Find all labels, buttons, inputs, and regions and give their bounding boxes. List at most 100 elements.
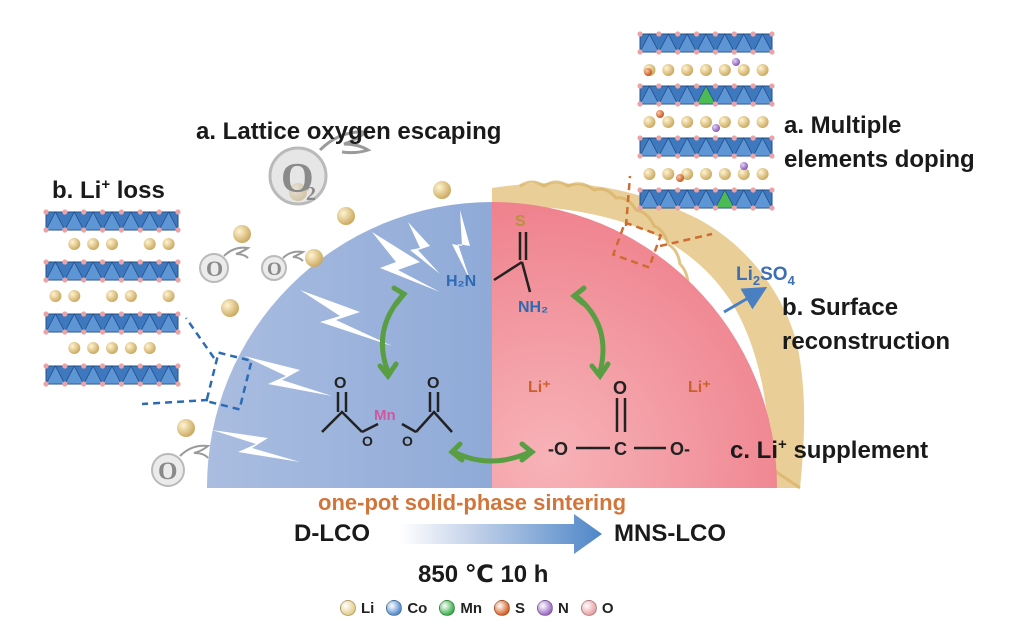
oxygen-atom [731,49,737,55]
octahedron [677,85,698,105]
oxygen-atom [731,187,737,193]
li-atom [162,238,175,250]
li-atom [143,238,156,250]
octahedron [677,33,698,53]
oxygen-atom [656,153,662,159]
sulfur-atom [676,174,684,182]
reaction-arrows [377,285,611,464]
li-atom [681,64,694,76]
oxygen-atom [99,311,106,317]
oxygen-atom [712,153,719,159]
o2-large-text: O [281,156,314,202]
octahedron [714,33,735,53]
thiourea-molecule: S H₂N NH₂ [446,213,548,316]
octahedron [64,365,85,385]
label-surface-line1: b. Surface [782,294,899,321]
oxygen-atom [43,209,49,215]
octahedron [677,137,698,157]
legend-swatch [439,600,456,616]
label-doping-line2: elements doping [784,146,975,173]
legend-label: Co [407,599,428,617]
li-atom [737,168,750,180]
octahedron [695,85,717,105]
octahedron [714,85,735,105]
oxygen-atom [137,363,143,369]
li-atom [700,64,712,76]
oxygen-atom [118,381,125,387]
octahedron [45,211,66,231]
legend-swatch [580,600,597,616]
oxygen-atom [750,49,756,55]
oxygen-atom [769,83,775,89]
oxygen-atom [137,277,143,283]
oxygen-atom [637,205,643,211]
octahedron [83,313,104,333]
oxygen-atom [675,49,681,55]
carbonate-c: C [614,439,627,459]
li-atom [737,64,750,76]
o2-small-2-text: O [267,259,282,280]
li-atom [718,168,731,180]
li-atom [68,238,81,250]
legend-item: Mn [439,600,482,617]
octahedron [45,313,66,333]
o2-small-1-text: O [206,256,223,281]
li-atom [700,116,712,128]
o2-large-sub: 2 [306,183,316,205]
li-atom [662,168,675,180]
oxygen-atom [769,101,775,107]
octahedron [733,189,754,209]
li-atom [643,116,656,128]
label-li-supplement: c. Li+ supplement [730,436,929,464]
oxygen-atom [99,363,106,369]
oxygen-atom [731,101,737,107]
oxygen-atom [637,83,643,89]
oxygen-atom [675,187,681,193]
octahedron [677,189,698,209]
oxygen-atom [156,209,162,215]
label-to-mns-lco: MNS-LCO [614,520,726,547]
octahedron [139,261,160,281]
li-atom [643,168,656,180]
legend-item: S [494,600,525,617]
oxygen-atom [175,311,181,317]
octahedron [101,313,123,333]
octahedron [752,85,773,105]
oxygen-atom [99,209,106,215]
lithium-carbonate-molecule [576,398,666,450]
oxygen-atom [43,311,49,317]
li2so4-label: Li2SO4 [736,264,796,288]
oxygen-atom [156,259,162,265]
oxygen-atom [712,101,719,107]
oxygen-atom [675,135,681,141]
oxygen-atom [675,205,681,211]
carbonate-o-right: O- [670,439,690,459]
oxygen-atom [637,101,643,107]
li-atom [68,290,81,302]
legend-label: S [515,599,526,617]
oxygen-atom [175,329,181,335]
oxygen-atom [156,381,162,387]
oxygen-atom [769,153,775,159]
label-method: one-pot solid-phase sintering [318,490,627,515]
li-atom [49,290,62,302]
oxygen-atom [693,31,700,37]
li-atom [718,64,731,76]
legend-swatch [537,600,554,616]
octahedron [64,313,85,333]
oxygen-atom [769,187,775,193]
label-li-loss: b. Li+ loss [52,176,165,204]
octahedron [752,189,773,209]
acetate-o-top-left: O [334,375,346,392]
left-half-d-lco [206,201,492,488]
oxygen-atom [769,205,775,211]
octahedron [158,211,179,231]
semicircle-particle [206,180,805,490]
oxygen-atom [62,363,68,369]
oxygen-atom [118,209,125,215]
legend-label: Mn [460,599,483,617]
li-atom [662,116,675,128]
octahedron [83,261,104,281]
oxygen-atom [62,311,68,317]
oxygen-atom [175,381,181,387]
